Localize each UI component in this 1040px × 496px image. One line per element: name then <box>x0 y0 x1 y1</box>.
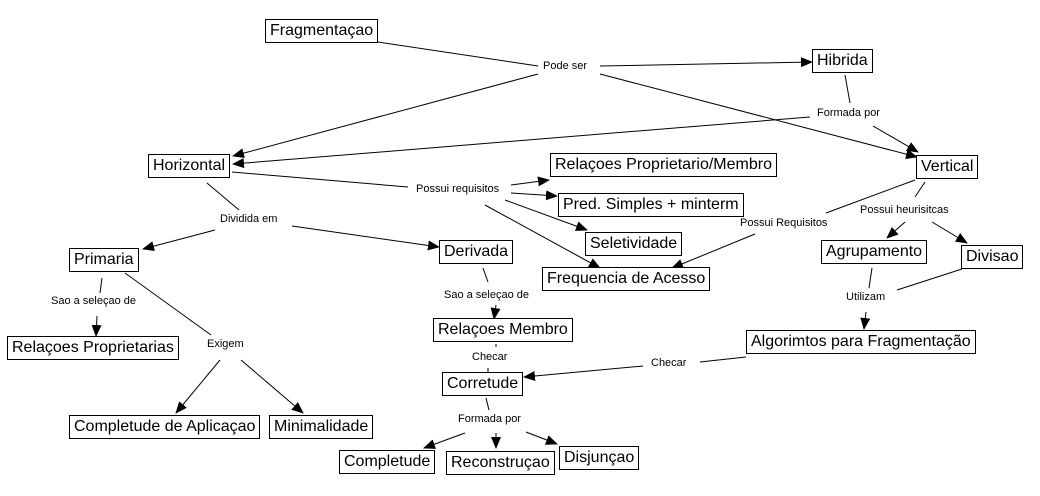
connector-exigem-completudeapl <box>175 359 221 414</box>
connector-derivada-saoselecao <box>482 267 489 283</box>
node-divisao[interactable]: Divisao <box>961 245 1024 269</box>
connector-formadapor-vertical <box>872 125 919 153</box>
link-label-exigem[interactable]: Exigem <box>207 338 244 351</box>
connector-podeser-horizontal <box>232 73 539 158</box>
connector-possuiheur-divisao <box>931 221 968 244</box>
connector-formadapor-horizontal <box>232 116 811 169</box>
connector-horizontal-divididaem <box>206 182 240 211</box>
connector-corretude-formadapor <box>485 397 490 411</box>
node-pred-simples-minterm[interactable]: Pred. Simples + minterm <box>558 193 744 217</box>
link-label-utilizam[interactable]: Utilizam <box>846 291 886 304</box>
connector-agrupamento-utilizam <box>868 267 873 289</box>
link-label-sao-selecao-primaria[interactable]: Sao a seleçao de <box>51 295 137 308</box>
node-primaria[interactable]: Primaria <box>69 248 139 272</box>
node-relacoes-membro[interactable]: Relaçoes Membro <box>433 318 573 342</box>
link-label-pode-ser[interactable]: Pode ser <box>543 60 588 73</box>
connector-horizontal-possuireq <box>231 171 409 188</box>
connector-possuireq-seletividade <box>504 199 588 231</box>
node-hibrida[interactable]: Hibrida <box>812 49 873 73</box>
connector-possuiheur-agrupamento <box>886 221 906 239</box>
link-label-possui-requisitos-vertical[interactable]: Possui Requisitos <box>740 217 828 230</box>
node-disjuncao[interactable]: Disjunçao <box>559 446 640 470</box>
link-label-formada-por-corretude[interactable]: Formada por <box>458 413 521 426</box>
connector-primaria-exigem <box>124 272 212 336</box>
node-relacoes-proprietario-membro[interactable]: Relaçoes Proprietario/Membro <box>550 153 777 177</box>
connector-divididaem-primaria <box>142 229 216 252</box>
link-label-checar-relacoes-membro[interactable]: Checar <box>472 351 508 364</box>
node-reconstrucao[interactable]: Reconstruçao <box>446 451 555 475</box>
connector-fragmentacao-podeser <box>377 41 539 67</box>
node-completude-de-aplicacao[interactable]: Completude de Aplicaçao <box>69 415 261 439</box>
connector-formadapor-completude <box>423 432 466 449</box>
node-agrupamento[interactable]: Agrupamento <box>821 240 928 264</box>
connector-primaria-saoselecao <box>99 277 103 294</box>
connector-exigem-minimalidade <box>240 359 304 414</box>
node-frequencia-de-acesso[interactable]: Frequencia de Acesso <box>542 267 711 291</box>
node-relacoes-proprietarias[interactable]: Relaçoes Proprietarias <box>7 336 179 360</box>
connector-saoselecao-relmembro <box>490 304 501 320</box>
connector-saoselecao-relprop <box>91 315 102 337</box>
connector-algoritmos-checar <box>699 356 747 363</box>
connector-divididaem-derivada <box>291 225 440 251</box>
connector-possuireq-relacoespm <box>510 176 550 187</box>
node-minimalidade[interactable]: Minimalidade <box>269 415 374 439</box>
connector-podeser-hibrida <box>599 57 813 68</box>
node-derivada[interactable]: Derivada <box>439 240 514 264</box>
link-label-possui-requisitos[interactable]: Possui requisitos <box>416 183 500 196</box>
link-label-sao-selecao-derivada[interactable]: Sao a seleçao de <box>444 289 530 302</box>
node-horizontal[interactable]: Horizontal <box>148 154 231 178</box>
connector-possuireq-frequencia <box>484 204 601 269</box>
connector-formadapor-disjuncao <box>525 431 558 445</box>
node-seletividade[interactable]: Seletividade <box>585 232 683 256</box>
node-vertical[interactable]: Vertical <box>916 155 979 179</box>
connector-vertical-possuiheur <box>914 181 926 198</box>
connector-possuireq-pred <box>510 190 558 201</box>
connector-utilizam-algoritmos <box>860 311 871 330</box>
link-label-formada-por-hibrida[interactable]: Formada por <box>817 107 880 120</box>
connector-vertical-possuireqv <box>825 179 916 214</box>
connector-hibrida-formadapor <box>844 74 851 104</box>
connector-podeser-vertical <box>599 73 918 160</box>
link-label-checar-algoritmos[interactable]: Checar <box>651 357 687 370</box>
connector-divisao-utilizam <box>896 268 963 291</box>
node-corretude[interactable]: Corretude <box>442 372 524 396</box>
link-label-possui-heuristicas[interactable]: Possui heurisitcas <box>860 204 949 217</box>
connector-checar-corretude-right <box>523 365 644 381</box>
link-label-dividida-em[interactable]: Dividida em <box>220 213 278 226</box>
node-fragmentacao[interactable]: Fragmentaçao <box>265 19 379 43</box>
node-completude[interactable]: Completude <box>339 450 436 474</box>
connector-possuireqv-frequencia <box>671 233 756 269</box>
node-algoritmos-para-fragmentacao[interactable]: Algorimtos para Fragmentação <box>746 330 976 354</box>
